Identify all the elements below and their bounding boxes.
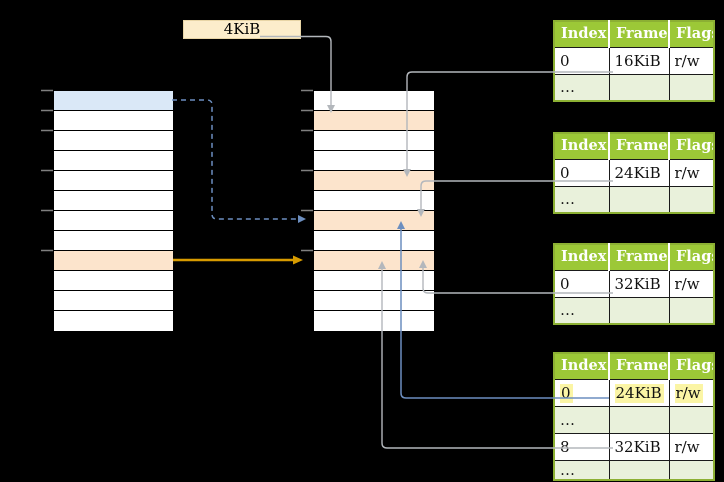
cell-flags — [668, 73, 715, 102]
column-header-flags: Flags — [669, 353, 714, 380]
memory-cell-white — [54, 271, 173, 291]
memory-cell-white — [314, 271, 434, 291]
left-memory-column — [53, 90, 174, 332]
page-table-3-host: IndexFrameFlags032KiBr/w… — [553, 243, 715, 325]
memory-cell-white — [54, 151, 173, 171]
cell-index: … — [553, 405, 610, 434]
middle-memory-column — [313, 90, 435, 332]
cell-index: 8 — [553, 432, 610, 461]
page-table-2-host: IndexFrameFlags024KiBr/w… — [553, 132, 715, 214]
cell-index: 0 — [553, 269, 610, 298]
cell-flags — [668, 405, 715, 434]
column-header-flags: Flags — [669, 244, 714, 271]
column-header-flags: Flags — [669, 21, 714, 48]
cell-index: 0 — [553, 378, 610, 407]
cell-index: … — [553, 296, 610, 325]
column-header-index: Index — [554, 244, 610, 271]
column-header-index: Index — [554, 133, 610, 160]
column-header-flags: Flags — [669, 133, 714, 160]
table-row: … — [553, 459, 715, 480]
memory-cell-white — [314, 311, 434, 331]
cell-flags: r/w — [668, 269, 715, 298]
memory-cell-white — [54, 211, 173, 231]
memory-cell-white — [54, 111, 173, 131]
cell-flags: r/w — [668, 46, 715, 75]
cell-frame: 32KiB — [608, 432, 670, 461]
memory-cell-white — [54, 231, 173, 251]
cell-flags: r/w — [668, 378, 715, 407]
memory-cell-orange — [314, 211, 434, 231]
highlighted-value: r/w — [674, 383, 703, 403]
memory-cell-white — [54, 131, 173, 151]
page-size-note: 4KiB — [183, 20, 301, 39]
memory-cell-white — [314, 91, 434, 111]
memory-cell-white — [314, 231, 434, 251]
cell-index: … — [553, 73, 610, 102]
cell-flags: r/w — [668, 432, 715, 461]
memory-cell-blue — [54, 91, 173, 111]
cell-frame: 32KiB — [608, 269, 670, 298]
memory-cell-white — [314, 191, 434, 211]
table-row: … — [553, 185, 715, 214]
memory-cell-orange — [314, 251, 434, 271]
cell-frame: 24KiB — [608, 158, 670, 187]
page-table-24kib: IndexFrameFlags024KiBr/w… — [553, 132, 715, 214]
highlighted-value: 0 — [560, 383, 573, 403]
column-header-index: Index — [554, 353, 610, 380]
table-row: … — [553, 405, 715, 434]
highlighted-value: 24KiB — [614, 383, 664, 403]
page-table-4-host: IndexFrameFlags024KiBr/w…832KiBr/w… — [553, 352, 715, 481]
table-row: 0 24KiB r/w — [553, 378, 715, 407]
cell-frame — [608, 185, 670, 214]
dashed-arrow-virtual-to-middle — [172, 99, 306, 223]
memory-cell-orange — [314, 111, 434, 131]
cell-index: 0 — [553, 158, 610, 187]
cell-flags — [668, 459, 715, 480]
memory-cell-white — [314, 291, 434, 311]
memory-cell-white — [314, 131, 434, 151]
memory-cell-white — [314, 151, 434, 171]
cell-flags — [668, 185, 715, 214]
cell-frame: 16KiB — [608, 46, 670, 75]
cell-flags: r/w — [668, 158, 715, 187]
table-row: … — [553, 73, 715, 102]
cell-frame — [608, 459, 670, 480]
memory-cell-orange — [54, 251, 173, 271]
cell-index: 0 — [553, 46, 610, 75]
cell-index: … — [553, 459, 610, 480]
cell-frame — [608, 405, 670, 434]
column-header-frame: Frame — [609, 133, 670, 160]
memory-cell-white — [54, 291, 173, 311]
cell-flags — [668, 296, 715, 325]
column-header-frame: Frame — [609, 21, 670, 48]
column-header-frame: Frame — [609, 244, 670, 271]
cell-index: … — [553, 185, 610, 214]
memory-cell-orange — [314, 171, 434, 191]
cell-frame — [608, 296, 670, 325]
page-table-32kib: IndexFrameFlags032KiBr/w… — [553, 243, 715, 325]
column-header-frame: Frame — [609, 353, 670, 380]
page-table-16kib: IndexFrameFlags016KiBr/w… — [553, 20, 715, 102]
memory-cell-white — [54, 171, 173, 191]
memory-cell-white — [54, 311, 173, 331]
page-table-1-host: IndexFrameFlags016KiBr/w… — [553, 20, 715, 102]
memory-cell-white — [54, 191, 173, 211]
column-header-index: Index — [554, 21, 610, 48]
page-table-mixed: IndexFrameFlags024KiBr/w…832KiBr/w… — [553, 352, 715, 481]
table-row: … — [553, 296, 715, 325]
cell-frame: 24KiB — [608, 378, 670, 407]
cell-frame — [608, 73, 670, 102]
